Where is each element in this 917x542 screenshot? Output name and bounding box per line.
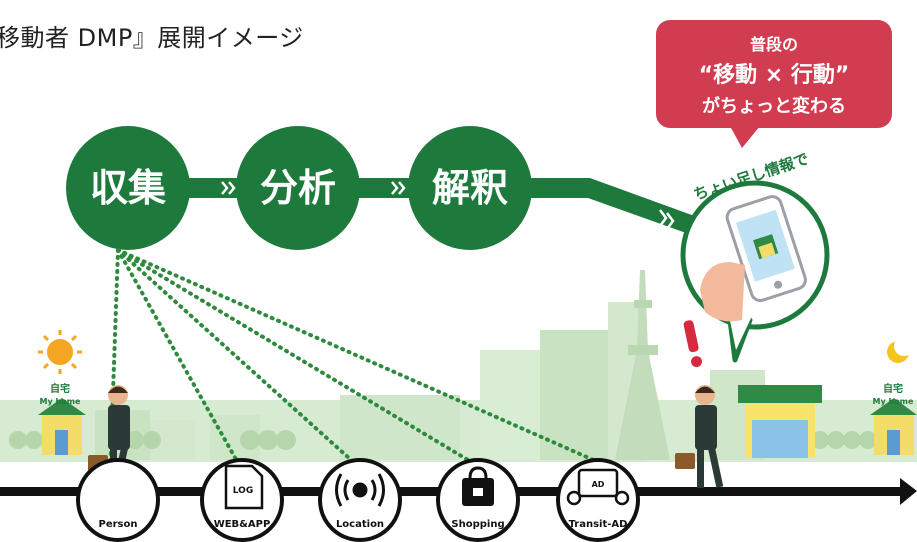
sun-icon <box>38 330 82 374</box>
source-shopping-label: Shopping <box>451 519 504 530</box>
connector-1 <box>180 178 250 198</box>
step-analyze-label: 分析 <box>260 166 336 210</box>
data-source-transit-ad: AD Transit-AD <box>556 458 640 542</box>
data-source-shopping: Shopping <box>436 458 520 542</box>
step-collect <box>66 126 190 250</box>
connector-3 <box>520 178 700 238</box>
transit-ad-icon-text: AD <box>592 480 605 489</box>
home-right <box>870 398 917 455</box>
smartphone-icon <box>725 195 807 303</box>
source-transit-label: Transit-AD <box>569 519 628 530</box>
process-flow: 収集 分析 解釈 <box>66 126 700 250</box>
home-left-jp: 自宅 <box>50 382 70 395</box>
moon-icon <box>887 336 914 363</box>
shop-building <box>738 385 822 458</box>
step-interpret-label: 解釈 <box>432 166 508 210</box>
callout-bubble: 普段の “移動 × 行動” がちょっと変わる <box>656 20 892 148</box>
page-title: 移動者 DMP』展開イメージ <box>0 24 304 52</box>
source-location-label: Location <box>336 519 384 530</box>
step-analyze <box>236 126 360 250</box>
source-person-label: Person <box>99 519 138 530</box>
data-source-location: Location <box>318 458 402 542</box>
person-right <box>675 385 724 488</box>
data-source-person: Person <box>76 458 160 542</box>
home-right-en: My home <box>873 397 914 406</box>
phone-bubble <box>680 180 830 363</box>
data-source-webapp: LOG WEB&APP <box>200 458 284 542</box>
step-collect-label: 収集 <box>90 166 166 210</box>
transit-ad-icon: AD <box>566 468 630 506</box>
home-left <box>38 398 86 455</box>
log-icon-text: LOG <box>233 486 253 496</box>
source-webapp-label: WEB&APP <box>214 519 271 530</box>
trees <box>9 430 877 450</box>
callout-line3: がちょっと変わる <box>702 95 846 117</box>
home-left-en: My home <box>40 397 81 406</box>
hand-icon <box>700 262 745 322</box>
home-right-jp: 自宅 <box>883 382 903 395</box>
log-document-icon: LOG <box>224 464 264 510</box>
shopping-bag-icon <box>462 466 494 506</box>
location-signal-icon <box>335 473 385 507</box>
callout-line2: “移動 × 行動” <box>699 62 850 88</box>
callout-line1: 普段の <box>750 35 798 54</box>
connector-2 <box>350 178 420 198</box>
step-interpret <box>408 126 532 250</box>
exclamation-icon <box>683 320 703 368</box>
